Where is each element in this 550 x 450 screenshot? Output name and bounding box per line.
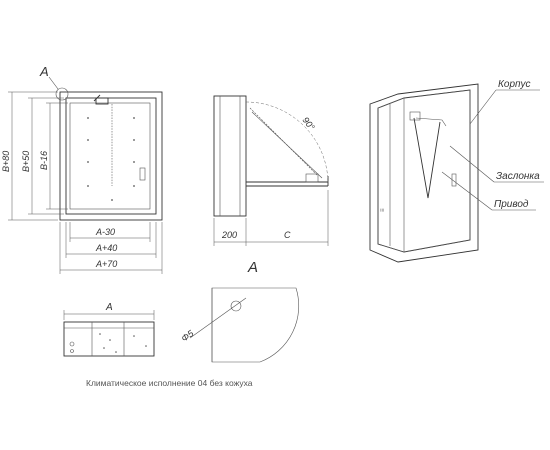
front-actuator-arm xyxy=(93,94,101,102)
blade-swing-arc xyxy=(245,101,329,183)
top-rivets xyxy=(99,333,147,353)
iso-view: ≡ Корпус Заслонка Привод xyxy=(369,79,544,263)
top-indicator xyxy=(69,341,75,347)
front-actuator xyxy=(95,97,109,105)
dim-b-plus-50: B+50 xyxy=(21,151,31,172)
dim-width-a: A xyxy=(105,302,113,313)
dim-a-plus-70: A+70 xyxy=(95,259,117,269)
front-view: A B+80 B+50 B-16 A-30 xyxy=(1,64,163,274)
side-view: 90° 200 C xyxy=(213,95,329,246)
front-latch xyxy=(139,167,146,181)
hole-diameter: Φ5 xyxy=(179,328,196,344)
side-dims xyxy=(213,190,329,246)
blade-actuator xyxy=(305,173,319,183)
top-view: A xyxy=(63,302,155,357)
label-actuator: Привод xyxy=(494,199,529,210)
iso-outer-flange xyxy=(369,83,479,263)
front-inner-frame xyxy=(65,97,157,215)
caption: Климатическое исполнение 04 без кожуха xyxy=(86,378,253,388)
dim-b-plus-80: B+80 xyxy=(1,151,11,172)
dim-projection: C xyxy=(284,230,291,240)
callout-leader xyxy=(48,76,59,90)
top-frame xyxy=(63,321,155,357)
label-housing: Корпус xyxy=(498,79,531,90)
iso-plate: ≡ xyxy=(380,208,386,212)
callout-circle xyxy=(55,87,69,101)
front-vertical-dims xyxy=(8,91,68,221)
leader-damper xyxy=(449,145,495,183)
front-damper-blade xyxy=(69,102,151,210)
front-horizontal-dims xyxy=(59,222,163,274)
side-housing xyxy=(213,95,247,217)
iso-actuator xyxy=(409,111,421,121)
dim-a-minus-30: A-30 xyxy=(95,227,115,237)
detail-a: A Φ5 xyxy=(179,259,300,363)
front-rivets xyxy=(87,117,135,201)
iso-front-opening xyxy=(403,89,471,253)
iso-latch xyxy=(451,173,457,187)
iso-damper xyxy=(413,117,441,199)
hole-leader xyxy=(189,297,247,339)
leader-housing xyxy=(469,89,497,125)
callout-label: A xyxy=(39,64,49,79)
detail-outline xyxy=(211,287,300,363)
dim-depth: 200 xyxy=(221,230,237,240)
iso-inner-frame xyxy=(377,89,471,253)
dim-a-plus-40: A+40 xyxy=(95,243,117,253)
detail-title: A xyxy=(247,259,258,276)
angle-label: 90° xyxy=(300,115,317,132)
label-damper: Заслонка xyxy=(496,171,540,182)
detail-hole xyxy=(230,300,242,312)
front-outer-frame xyxy=(59,91,163,221)
leader-actuator xyxy=(441,171,493,211)
dim-b-minus-16: B-16 xyxy=(39,151,49,170)
